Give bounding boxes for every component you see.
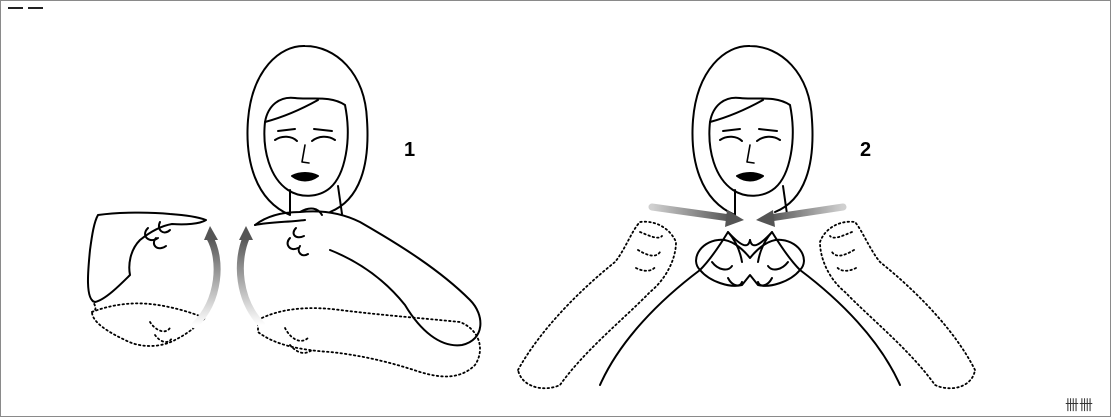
ghost-left-hand-1 — [92, 303, 205, 346]
hair-1 — [247, 46, 367, 215]
step-number-1: 1 — [404, 139, 415, 162]
ghost-right-arm-2 — [820, 222, 975, 389]
arrow-left-1 — [195, 238, 217, 325]
left-hand-1 — [88, 213, 206, 302]
hair-2 — [692, 46, 812, 215]
ghost-left-arm-2 — [518, 222, 676, 389]
arrow-right-1 — [240, 238, 262, 325]
figure-1 — [88, 46, 480, 345]
step-number-2: 2 — [860, 139, 871, 162]
ghost-right-arm-1 — [258, 308, 480, 376]
left-arm-2 — [600, 232, 742, 385]
figure-2 — [600, 46, 900, 385]
signature-mark: 卌卌 — [1065, 395, 1093, 415]
right-arm-2 — [758, 232, 900, 385]
arrow-left-2 — [652, 207, 730, 218]
right-arm-1 — [255, 211, 480, 345]
